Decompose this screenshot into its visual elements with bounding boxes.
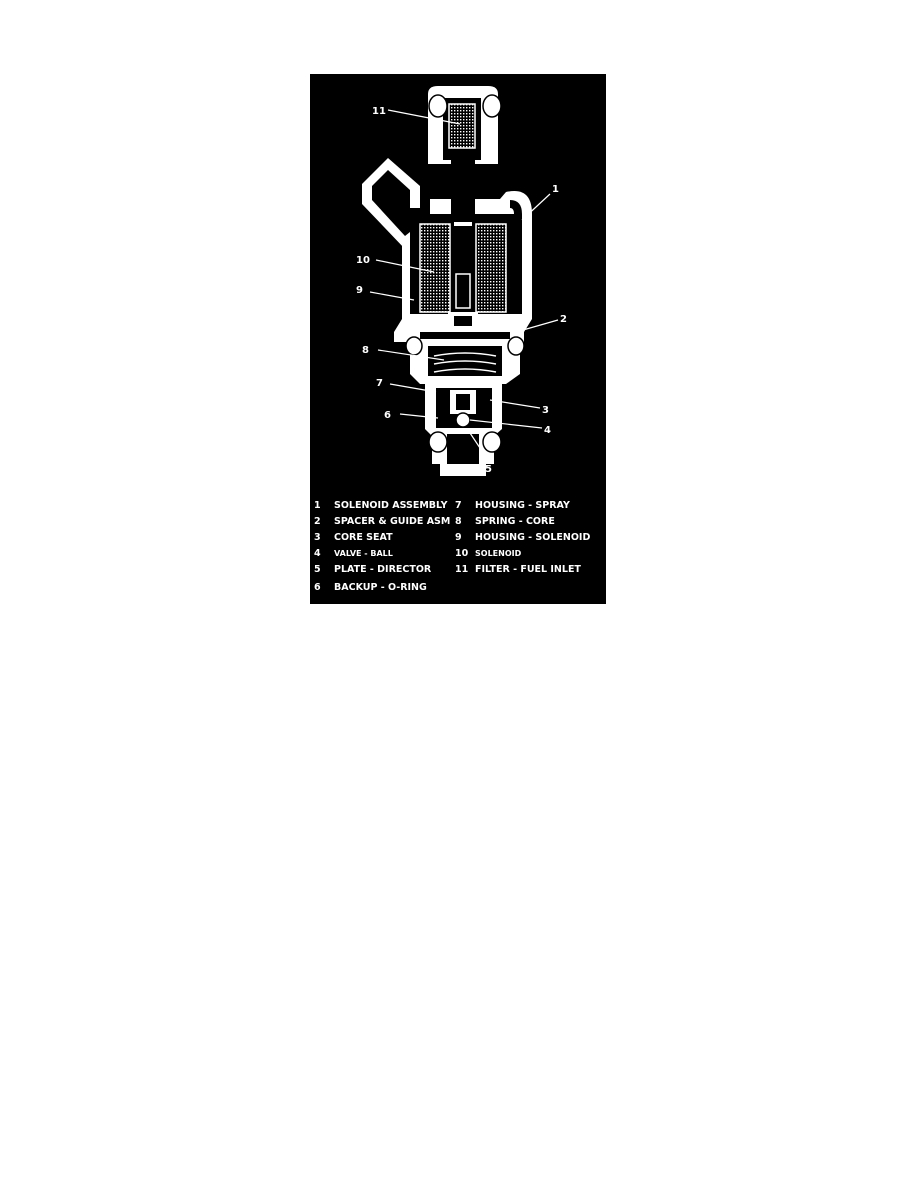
leader-lines	[369, 109, 559, 461]
legend-number: 1	[314, 500, 321, 511]
legend-number: 5	[314, 564, 321, 575]
legend-number: 10	[455, 548, 469, 559]
legend-number: 7	[455, 500, 462, 511]
parts-legend: 1 SOLENOID ASSEMBLY 2 SPACER & GUIDE ASM…	[310, 498, 606, 604]
legend-label: FILTER - FUEL INLET	[475, 564, 581, 575]
lower-o-rings	[428, 431, 502, 453]
legend-number: 11	[455, 564, 469, 575]
legend-number: 4	[314, 548, 321, 559]
callout-7: 7	[376, 378, 383, 389]
callout-10: 10	[356, 255, 370, 266]
legend-label: SPACER & GUIDE ASM	[334, 516, 451, 527]
callout-9: 9	[356, 285, 363, 296]
callout-4: 4	[544, 425, 551, 436]
spacer-guide	[405, 326, 525, 356]
injector-figure: 1 2 3 4 5 6 7 8 9 10 11 1 SOLENOID ASSEM…	[310, 74, 606, 604]
injector-cutaway-diagram: 1 2 3 4 5 6 7 8 9 10 11	[356, 86, 567, 476]
callout-11: 11	[372, 106, 386, 117]
legend-label: PLATE - DIRECTOR	[334, 564, 432, 575]
legend-number: 2	[314, 516, 321, 527]
callout-2: 2	[560, 314, 567, 325]
legend-label: SOLENOID	[475, 549, 522, 558]
core-armature	[448, 222, 478, 330]
callout-3: 3	[542, 405, 549, 416]
legend-label: VALVE - BALL	[334, 549, 393, 558]
core-spring	[433, 352, 497, 381]
callout-6: 6	[384, 410, 391, 421]
legend-number: 9	[455, 532, 462, 543]
callout-1: 1	[552, 184, 559, 195]
legend-label: BACKUP - O-RING	[334, 582, 427, 593]
legend-label: SPRING - CORE	[475, 516, 555, 527]
callout-labels: 1 2 3 4 5 6 7 8 9 10 11	[356, 106, 567, 475]
callout-5: 5	[485, 464, 492, 475]
legend-label: HOUSING - SPRAY	[475, 500, 570, 511]
callout-8: 8	[362, 345, 369, 356]
legend-number: 3	[314, 532, 321, 543]
legend-label: CORE SEAT	[334, 532, 393, 543]
legend-number: 8	[455, 516, 462, 527]
core-seat-valve	[444, 390, 482, 432]
legend-label: HOUSING - SOLENOID	[475, 532, 591, 543]
legend-label: SOLENOID ASSEMBLY	[334, 500, 448, 511]
solenoid-coils	[419, 223, 507, 313]
legend-number: 6	[314, 582, 321, 593]
upper-o-rings	[428, 94, 502, 118]
